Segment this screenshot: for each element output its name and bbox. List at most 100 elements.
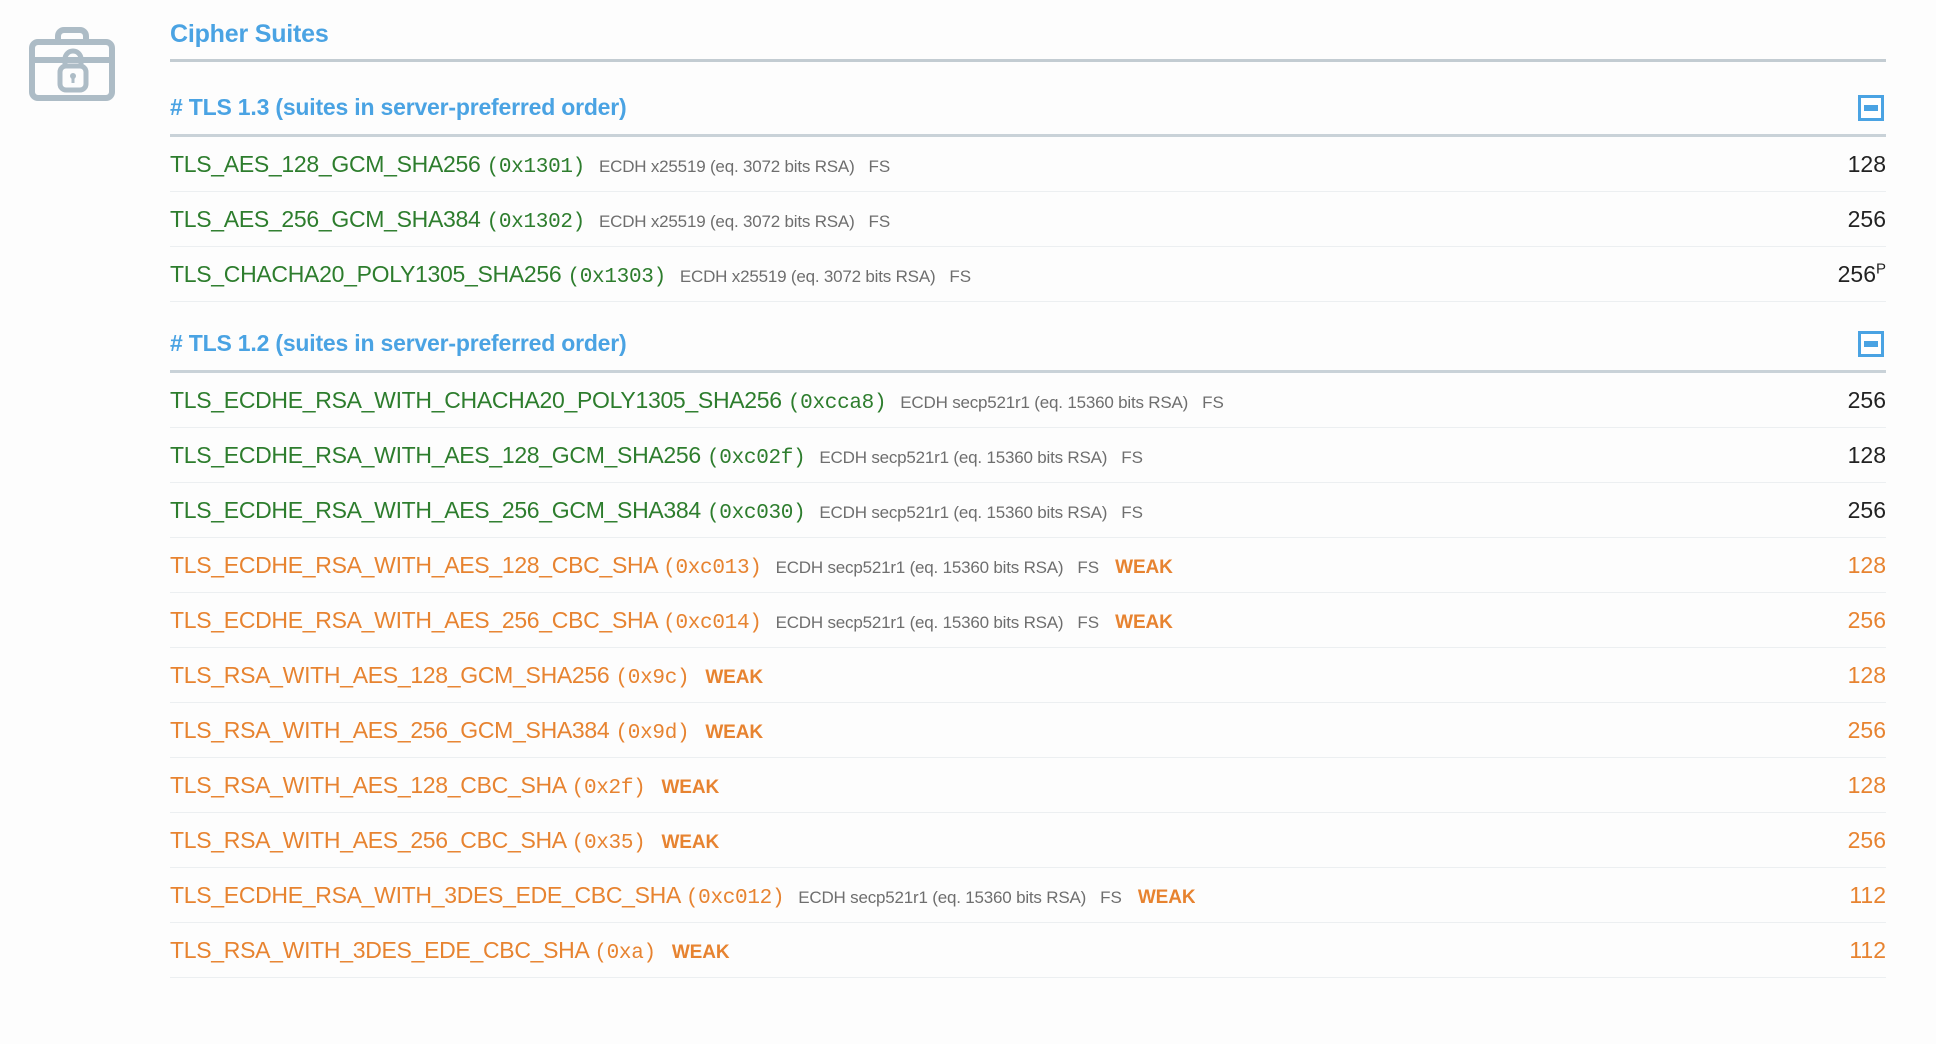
sections-container: # TLS 1.3 (suites in server-preferred or… xyxy=(170,66,1886,978)
key-strength-bits: 256 xyxy=(1828,717,1886,744)
suite-name-text: TLS_ECDHE_RSA_WITH_AES_256_CBC_SHA xyxy=(170,607,664,633)
suite-hex-code: (0xa) xyxy=(594,942,656,965)
suite-name-text: TLS_CHACHA20_POLY1305_SHA256 xyxy=(170,261,568,287)
key-exchange-detail: ECDH secp521r1 (eq. 15360 bits RSA) xyxy=(819,448,1108,467)
table-row[interactable]: TLS_ECDHE_RSA_WITH_AES_256_GCM_SHA384 (0… xyxy=(170,483,1886,538)
suite-name: TLS_RSA_WITH_AES_128_CBC_SHA (0x2f) xyxy=(170,772,646,800)
section-header: # TLS 1.2 (suites in server-preferred or… xyxy=(170,302,1886,370)
key-exchange-detail: ECDH secp521r1 (eq. 15360 bits RSA) xyxy=(775,613,1064,632)
collapse-toggle-icon-0[interactable] xyxy=(1858,94,1884,121)
suite-info: TLS_CHACHA20_POLY1305_SHA256 (0x1303) EC… xyxy=(170,261,971,289)
suite-name-text: TLS_AES_256_GCM_SHA384 xyxy=(170,206,487,232)
bits-value: 128 xyxy=(1847,442,1886,468)
key-strength-bits: 112 xyxy=(1829,937,1886,964)
bits-superscript: P xyxy=(1875,260,1886,278)
suite-info: TLS_RSA_WITH_AES_128_CBC_SHA (0x2f) WEAK xyxy=(170,772,719,800)
forward-secrecy-badge: FS xyxy=(1077,613,1100,632)
bits-value: 256 xyxy=(1847,497,1886,523)
suite-hex-code: (0x9c) xyxy=(615,667,690,690)
key-exchange-detail: ECDH x25519 (eq. 3072 bits RSA) xyxy=(598,157,855,176)
suite-info: TLS_RSA_WITH_AES_256_CBC_SHA (0x35) WEAK xyxy=(170,827,719,855)
table-row[interactable]: TLS_RSA_WITH_AES_128_GCM_SHA256 (0x9c) W… xyxy=(170,648,1886,703)
suite-name: TLS_ECDHE_RSA_WITH_3DES_EDE_CBC_SHA (0xc… xyxy=(170,882,785,910)
forward-secrecy-badge: FS xyxy=(868,157,891,176)
key-exchange-detail: ECDH secp521r1 (eq. 15360 bits RSA) xyxy=(900,393,1189,412)
minus-icon xyxy=(1864,340,1878,347)
section-title: # TLS 1.2 (suites in server-preferred or… xyxy=(170,330,627,356)
suite-name-text: TLS_ECDHE_RSA_WITH_CHACHA20_POLY1305_SHA… xyxy=(170,387,788,413)
table-row[interactable]: TLS_RSA_WITH_AES_256_CBC_SHA (0x35) WEAK… xyxy=(170,813,1886,868)
table-row[interactable]: TLS_RSA_WITH_3DES_EDE_CBC_SHA (0xa) WEAK… xyxy=(170,923,1886,978)
forward-secrecy-badge: FS xyxy=(949,267,972,286)
suite-name-text: TLS_AES_128_GCM_SHA256 xyxy=(170,151,487,177)
forward-secrecy-badge: FS xyxy=(1077,558,1100,577)
suite-info: TLS_ECDHE_RSA_WITH_AES_128_GCM_SHA256 (0… xyxy=(170,442,1143,470)
suite-name-text: TLS_ECDHE_RSA_WITH_AES_128_GCM_SHA256 xyxy=(170,442,707,468)
suite-info: TLS_ECDHE_RSA_WITH_AES_256_CBC_SHA (0xc0… xyxy=(170,607,1173,635)
key-exchange-detail: ECDH secp521r1 (eq. 15360 bits RSA) xyxy=(798,888,1087,907)
key-strength-bits: 112 xyxy=(1829,882,1886,909)
suite-name: TLS_RSA_WITH_AES_256_CBC_SHA (0x35) xyxy=(170,827,646,855)
table-row[interactable]: TLS_RSA_WITH_AES_256_GCM_SHA384 (0x9d) W… xyxy=(170,703,1886,758)
key-strength-bits: 256 xyxy=(1828,497,1886,524)
forward-secrecy-badge: FS xyxy=(1100,888,1122,907)
section-header: # TLS 1.3 (suites in server-preferred or… xyxy=(170,66,1886,134)
suite-hex-code: (0x1301) xyxy=(486,156,586,179)
suite-info: TLS_RSA_WITH_AES_256_GCM_SHA384 (0x9d) W… xyxy=(170,717,763,745)
suite-info: TLS_AES_128_GCM_SHA256 (0x1301) ECDH x25… xyxy=(170,151,890,179)
bits-value: 128 xyxy=(1847,772,1886,798)
bits-value: 256 xyxy=(1847,206,1886,232)
icon-column xyxy=(0,0,170,1044)
table-row[interactable]: TLS_RSA_WITH_AES_128_CBC_SHA (0x2f) WEAK… xyxy=(170,758,1886,813)
suite-name: TLS_ECDHE_RSA_WITH_AES_128_CBC_SHA (0xc0… xyxy=(170,552,762,580)
content-column: Cipher Suites # TLS 1.3 (suites in serve… xyxy=(170,0,1936,978)
suite-name-text: TLS_RSA_WITH_AES_128_GCM_SHA256 xyxy=(170,662,616,688)
key-strength-bits: 128 xyxy=(1828,772,1886,799)
forward-secrecy-badge: FS xyxy=(868,212,891,231)
suite-name: TLS_ECDHE_RSA_WITH_AES_128_GCM_SHA256 (0… xyxy=(170,442,806,470)
briefcase-lock-icon xyxy=(24,20,120,106)
weak-badge: WEAK xyxy=(671,942,730,963)
suite-hex-code: (0xc030) xyxy=(707,502,806,525)
table-row[interactable]: TLS_ECDHE_RSA_WITH_CHACHA20_POLY1305_SHA… xyxy=(170,373,1886,428)
suite-info: TLS_RSA_WITH_AES_128_GCM_SHA256 (0x9c) W… xyxy=(170,662,763,690)
table-row[interactable]: TLS_ECDHE_RSA_WITH_AES_256_CBC_SHA (0xc0… xyxy=(170,593,1886,648)
key-strength-bits: 256 xyxy=(1828,827,1886,854)
key-strength-bits: 128 xyxy=(1828,151,1886,178)
suite-hex-code: (0x35) xyxy=(571,832,646,855)
bits-value: 128 xyxy=(1847,552,1886,578)
suite-hex-code: (0xc02f) xyxy=(707,447,806,470)
bits-value: 256 xyxy=(1847,717,1886,743)
table-row[interactable]: TLS_AES_256_GCM_SHA384 (0x1302) ECDH x25… xyxy=(170,192,1886,247)
suite-name: TLS_RSA_WITH_3DES_EDE_CBC_SHA (0xa) xyxy=(170,937,656,965)
collapse-toggle-icon-1[interactable] xyxy=(1858,330,1884,357)
table-row[interactable]: TLS_ECDHE_RSA_WITH_AES_128_GCM_SHA256 (0… xyxy=(170,428,1886,483)
table-row[interactable]: TLS_AES_128_GCM_SHA256 (0x1301) ECDH x25… xyxy=(170,137,1886,192)
table-row[interactable]: TLS_ECDHE_RSA_WITH_3DES_EDE_CBC_SHA (0xc… xyxy=(170,868,1886,923)
key-strength-bits: 256P xyxy=(1818,261,1886,288)
suite-name: TLS_AES_128_GCM_SHA256 (0x1301) xyxy=(170,151,585,179)
table-row[interactable]: TLS_ECDHE_RSA_WITH_AES_128_CBC_SHA (0xc0… xyxy=(170,538,1886,593)
table-row[interactable]: TLS_CHACHA20_POLY1305_SHA256 (0x1303) EC… xyxy=(170,247,1886,302)
suite-name: TLS_ECDHE_RSA_WITH_AES_256_GCM_SHA384 (0… xyxy=(170,497,806,525)
bits-value: 256 xyxy=(1847,607,1886,633)
suite-name-text: TLS_ECDHE_RSA_WITH_AES_128_CBC_SHA xyxy=(170,552,664,578)
section-divider xyxy=(170,370,1886,373)
suite-name-text: TLS_ECDHE_RSA_WITH_3DES_EDE_CBC_SHA xyxy=(170,882,686,908)
page-title: Cipher Suites xyxy=(170,20,329,48)
forward-secrecy-badge: FS xyxy=(1121,448,1143,467)
bits-value: 128 xyxy=(1847,662,1886,688)
suite-info: TLS_ECDHE_RSA_WITH_CHACHA20_POLY1305_SHA… xyxy=(170,387,1224,415)
suite-hex-code: (0x9d) xyxy=(615,722,690,745)
suite-hex-code: (0x1302) xyxy=(486,211,586,234)
weak-badge: WEAK xyxy=(1137,887,1196,908)
suite-hex-code: (0xc013) xyxy=(663,557,762,580)
suite-name: TLS_CHACHA20_POLY1305_SHA256 (0x1303) xyxy=(170,261,666,289)
suite-name: TLS_AES_256_GCM_SHA384 (0x1302) xyxy=(170,206,585,234)
suite-hex-code: (0xc012) xyxy=(685,887,785,910)
weak-badge: WEAK xyxy=(705,667,763,688)
key-exchange-detail: ECDH secp521r1 (eq. 15360 bits RSA) xyxy=(819,503,1108,522)
bits-value: 112 xyxy=(1849,937,1886,963)
cipher-section-0: # TLS 1.3 (suites in server-preferred or… xyxy=(170,66,1886,302)
